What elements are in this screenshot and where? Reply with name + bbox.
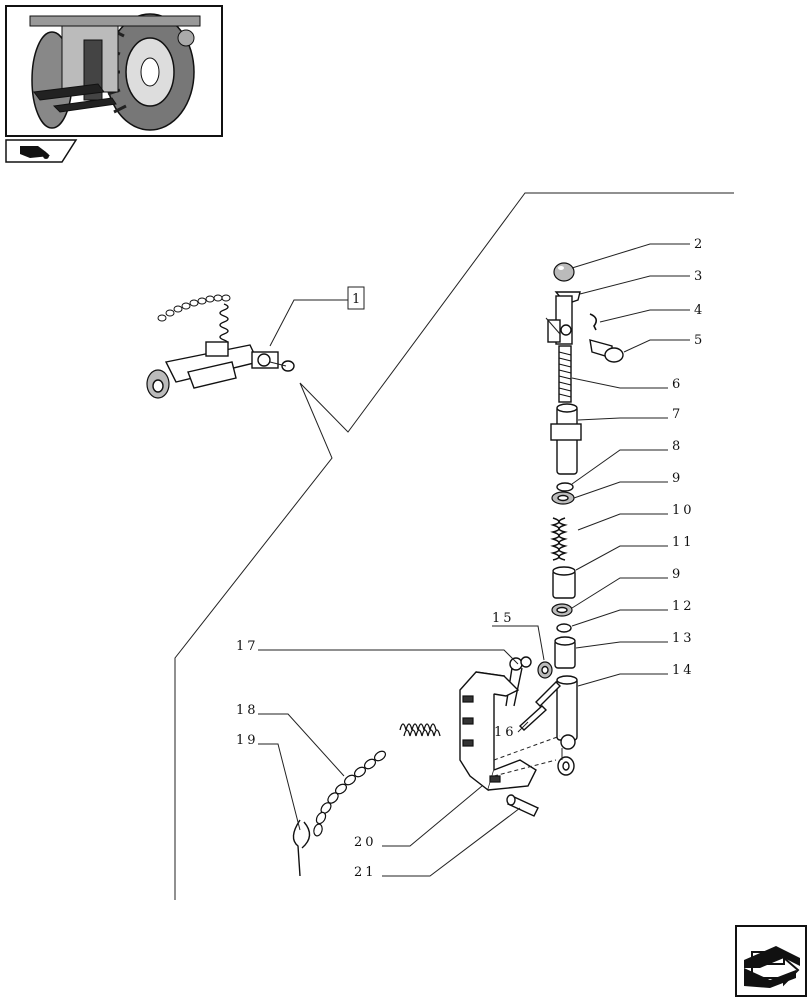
part-9-washer-lower	[551, 603, 573, 617]
top-link-assembly-overview	[146, 294, 295, 399]
callout-label: 21	[354, 865, 377, 880]
callout-11[interactable]: 11	[575, 535, 695, 571]
part-9-washer-upper	[551, 491, 575, 505]
part-10-spring	[550, 517, 568, 561]
callout-label: 11	[672, 535, 695, 550]
arrow-down-left-icon	[744, 946, 800, 988]
callout-15[interactable]: 15	[492, 611, 545, 661]
callout-label: 14	[672, 663, 695, 678]
part-11-bushing	[552, 566, 576, 599]
callout-6[interactable]: 6	[571, 377, 683, 392]
callout-label: 7	[672, 407, 683, 422]
callout-label: 8	[672, 439, 683, 454]
callout-label: 6	[672, 377, 683, 392]
callout-2[interactable]: 2	[571, 237, 705, 269]
callout-label: 16	[494, 725, 517, 740]
part-14-lower-fork	[556, 675, 578, 776]
region-border	[174, 192, 734, 900]
part-16-pin	[518, 681, 561, 731]
callout-1[interactable]: 1	[269, 286, 365, 347]
tractor-thumbnail[interactable]	[5, 5, 223, 137]
callout-label: 3	[694, 269, 705, 284]
part-4-clip	[589, 313, 598, 331]
callout-label: 4	[694, 303, 705, 318]
callout-18[interactable]: 18	[236, 703, 345, 777]
callout-9-upper[interactable]: 9	[573, 471, 683, 499]
callout-12[interactable]: 12	[571, 599, 695, 627]
part-8-ring	[556, 482, 574, 492]
callout-21[interactable]: 21	[354, 807, 521, 880]
callout-9-lower[interactable]: 9	[571, 567, 683, 609]
callout-3[interactable]: 3	[579, 269, 705, 295]
callout-label: 19	[236, 733, 259, 748]
callout-5[interactable]: 5	[623, 333, 705, 353]
callout-label: 20	[354, 835, 377, 850]
part-21-pin	[506, 794, 539, 817]
part-13-bushing	[554, 636, 576, 669]
callout-label: 12	[672, 599, 695, 614]
callout-label: 9	[672, 471, 683, 486]
part-6-threaded-rod	[558, 345, 572, 403]
callout-19[interactable]: 19	[236, 733, 301, 831]
part-2-ball	[553, 262, 575, 282]
callout-7[interactable]: 7	[577, 407, 683, 422]
part-18-chain	[313, 750, 387, 837]
callout-17[interactable]: 17	[236, 639, 519, 665]
part-20-bracket	[459, 671, 561, 792]
part-12-ring	[556, 623, 572, 633]
callout-label: 17	[236, 639, 259, 654]
callout-8[interactable]: 8	[571, 439, 683, 485]
callout-10[interactable]: 10	[577, 503, 695, 531]
part-7-sleeve	[550, 403, 582, 475]
callout-label: 15	[492, 611, 515, 626]
callout-14[interactable]: 14	[577, 663, 695, 687]
callout-label: 9	[672, 567, 683, 582]
part-5-pin	[589, 339, 624, 363]
callout-label: 1	[352, 292, 363, 307]
callout-16[interactable]: 16	[494, 721, 529, 740]
part-3-fork-head	[545, 291, 581, 345]
callout-label: 5	[694, 333, 705, 348]
callout-20[interactable]: 20	[354, 785, 483, 850]
view-tab[interactable]	[5, 139, 78, 163]
callout-label: 13	[672, 631, 695, 646]
callout-label: 2	[694, 237, 705, 252]
callout-4[interactable]: 4	[599, 303, 705, 323]
part-spring-loose	[399, 723, 441, 737]
callout-13[interactable]: 13	[575, 631, 695, 649]
callout-label: 18	[236, 703, 259, 718]
part-19-hook	[292, 819, 311, 877]
tractor-silhouette-icon	[20, 146, 50, 159]
navigate-back-button[interactable]	[735, 925, 807, 997]
callout-label: 10	[672, 503, 695, 518]
part-15-washer	[537, 661, 553, 679]
